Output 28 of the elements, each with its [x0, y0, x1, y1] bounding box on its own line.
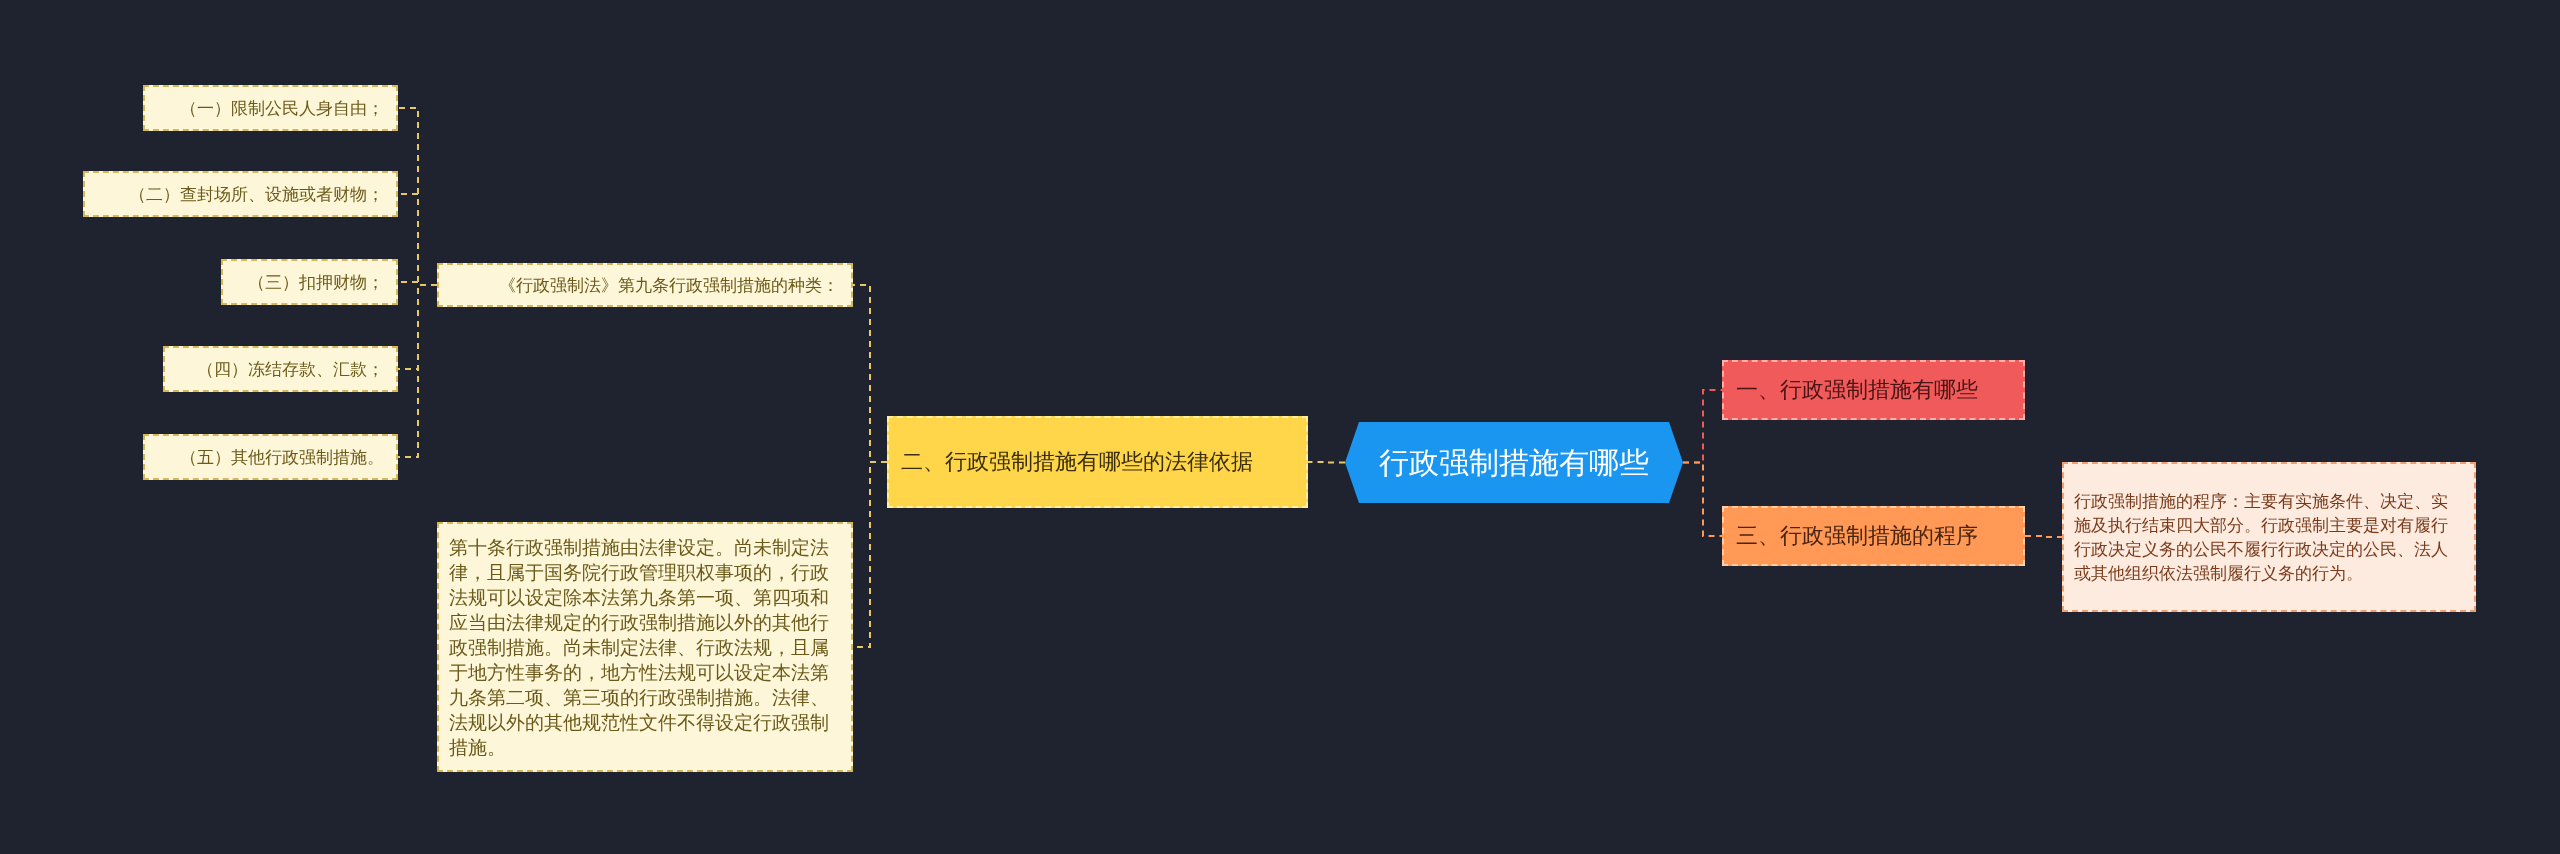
node-text: （四）冻结存款、汇款；: [197, 357, 384, 381]
node-text: 第十条行政强制措施由法律设定。尚未制定法律，且属于国务院行政管理职权事项的，行政法规可以设定除本法第九条第一项、第四项和应当由法律规定的行政强制措施以外的其他行政强制措施。尚未制定法律、行政法规，且属于地方性事务的，地方性法规可以设定本法第九条第二项、第三项的行政强制措施。法律、法规以外的其他规范性文件不得设定行政强制措施。: [449, 534, 830, 760]
node-text: 三、行政强制措施的程序: [1736, 521, 1978, 550]
node-text: （一）限制公民人身自由；: [180, 96, 384, 120]
leaf-box: [163, 346, 398, 392]
branch-box: [1722, 506, 2025, 566]
node-text: 二、行政强制措施有哪些的法律依据: [901, 448, 1253, 476]
connector-line: [2024, 535, 2063, 538]
node-text: 行政强制措施的程序：主要有实施条件、决定、实施及执行结束四大部分。行政强制主要是对有履行行政决定义务的公民不履行行政决定的公民、法人或其他组织依法强制履行义务的行为。: [2074, 490, 2449, 585]
node-text: （二）查封场所、设施或者财物；: [129, 182, 384, 206]
branch-box: [1722, 360, 2025, 420]
node-text: （三）扣押财物；: [248, 270, 384, 294]
connector-line: [1307, 461, 1346, 464]
node-text: 一、行政强制措施有哪些: [1736, 375, 1978, 404]
topic-hexagon: [1345, 422, 1683, 503]
node-text: 《行政强制法》第九条行政强制措施的种类：: [499, 273, 839, 297]
leaf-box: [437, 263, 853, 307]
leaf-box: [221, 259, 398, 305]
note-box: [2062, 462, 2476, 612]
connector-line: [1682, 461, 1723, 537]
note-box: [437, 522, 853, 772]
branch-box: [887, 416, 1308, 508]
node-text: （五）其他行政强制措施。: [180, 445, 384, 469]
connector-line: [397, 284, 438, 458]
leaf-box: [83, 171, 398, 217]
leaf-box: [143, 85, 398, 131]
leaf-box: [143, 434, 398, 480]
node-text: 行政强制措施有哪些: [1379, 444, 1649, 482]
